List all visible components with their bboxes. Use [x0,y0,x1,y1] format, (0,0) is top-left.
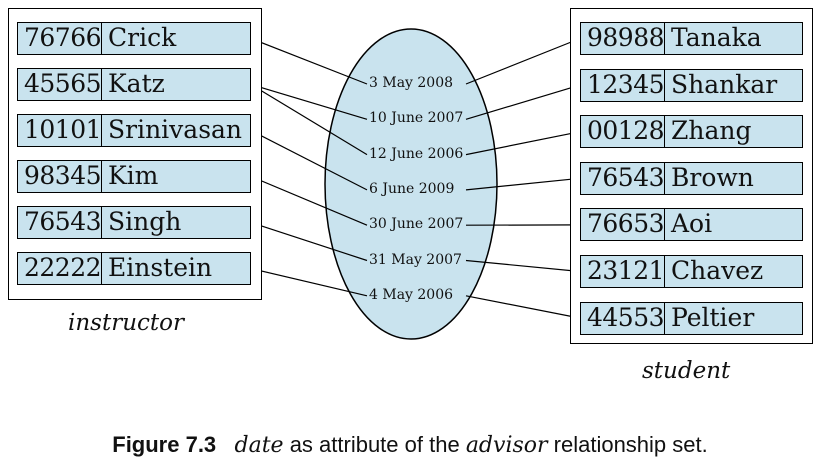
caption-text-1: as attribute of the [283,432,466,457]
student-name: Aoi [671,209,713,239]
instructor-id: 76766 [18,23,102,54]
advisor-date: 30 June 2007 [369,216,464,233]
advisor-date: 3 May 2008 [369,75,454,91]
instructor-date-link [250,267,368,297]
advisor-date: 6 June 2009 [369,180,455,197]
date-student-link [465,131,581,156]
instructor-date-link [250,221,368,262]
date-student-link [465,295,581,319]
figure-number: Figure 7.3 [112,432,217,457]
student-id: 12345 [581,69,665,101]
instructor-id: 98345 [18,161,102,192]
student-name: Zhang [671,116,752,146]
instructor-date-link [250,83,368,156]
instructor-set-box [8,8,262,300]
instructor-label: instructor [68,310,184,336]
caption-attribute: date [234,433,284,458]
student-name: Chavez [671,256,764,285]
student-name: Brown [671,162,754,192]
student-name: Tanaka [671,23,762,52]
instructor-name: Crick [108,23,177,52]
caption-relationship: advisor [465,433,548,458]
instructor-id: 10101 [18,115,102,146]
instructor-id: 45565 [18,69,102,100]
date-student-link [465,177,581,191]
advisor-date: 12 June 2006 [369,145,464,162]
link-lines [250,37,581,319]
instructor-name: Srinivasan [108,115,243,144]
advisor-relationship-ellipse [324,28,498,340]
student-name: Shankar [671,69,778,99]
date-student-link [465,84,581,120]
instructor-id: 76543 [18,207,102,238]
date-student-link [465,37,581,85]
advisor-date: 10 June 2007 [369,110,464,127]
student-id: 76653 [581,209,665,241]
instructor-name: Einstein [108,253,213,282]
student-id: 76543 [581,162,665,194]
figure-caption: Figure 7.3 date as attribute of the advi… [0,432,820,458]
instructor-id: 22222 [18,253,102,284]
student-id: 98988 [581,23,665,54]
student-id: 23121 [581,256,665,287]
student-id: 00128 [581,116,665,148]
student-label: student [642,358,731,384]
student-name: Peltier [671,302,755,332]
instructor-name: Katz [108,69,165,98]
instructor-date-link [250,175,368,226]
instructor-name: Kim [108,161,159,190]
caption-text-2: relationship set. [547,432,708,457]
instructor-date-link [250,83,368,120]
student-id: 44553 [581,302,665,334]
advisor-date: 4 May 2006 [369,286,454,303]
date-student-link [465,259,581,273]
instructor-date-link [250,37,368,85]
advisor-date: 31 May 2007 [369,251,462,268]
instructor-date-link [250,129,368,191]
instructor-name: Singh [108,207,182,236]
